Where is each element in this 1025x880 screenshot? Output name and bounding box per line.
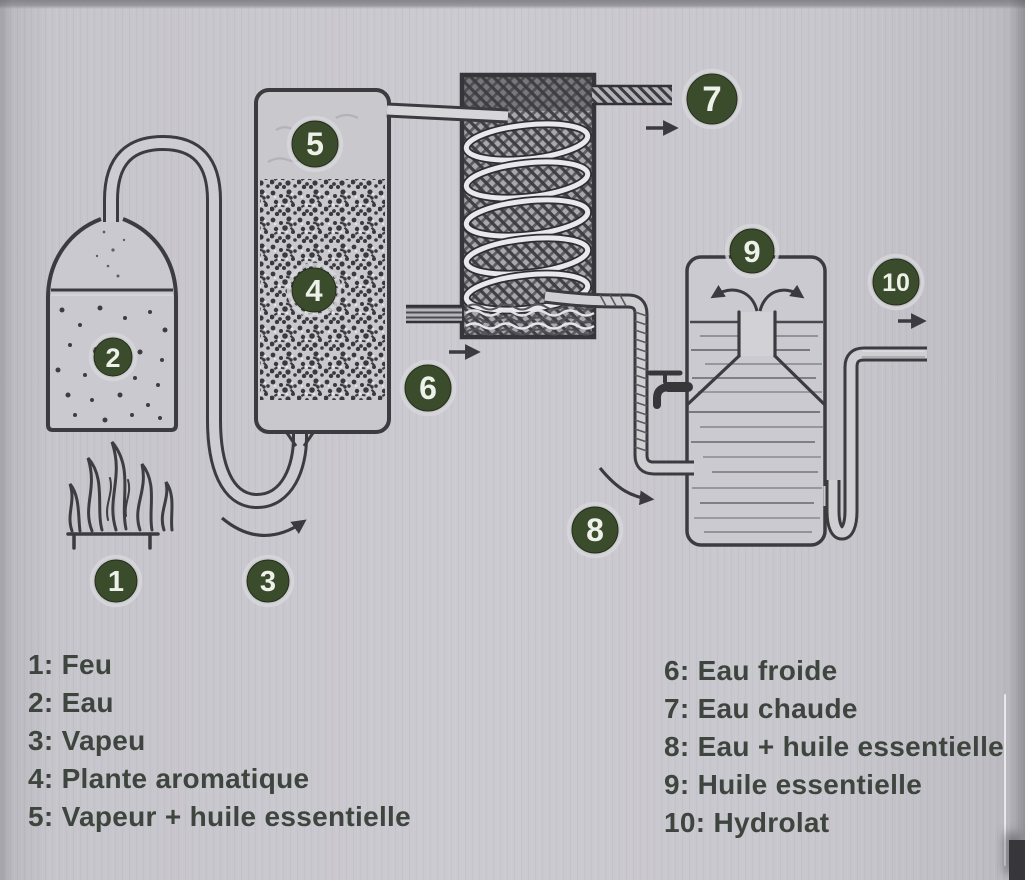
column-neck-joint xyxy=(285,432,315,447)
legend-item-2: 2: Eau xyxy=(28,687,114,718)
hot-water-outlet-pipe xyxy=(592,84,672,106)
boiler-water-dots xyxy=(55,305,168,423)
badge-1-label: 1 xyxy=(108,566,124,598)
legend-item-9: 9: Huile essentielle xyxy=(664,769,923,800)
badge-4-label: 4 xyxy=(305,273,323,308)
badge-8-label: 8 xyxy=(586,512,604,548)
condensate-tube xyxy=(544,288,694,476)
badge-5-label: 5 xyxy=(306,126,324,162)
legend-item-7: 7: Eau chaude xyxy=(664,693,858,724)
badge-3-label: 3 xyxy=(260,566,276,598)
legend-item-6: 6: Eau froide xyxy=(664,655,838,686)
badge-2-label: 2 xyxy=(105,343,120,373)
boiler-vessel xyxy=(46,217,178,432)
badge-9-label: 9 xyxy=(743,234,760,269)
badge-2: 2 xyxy=(88,332,138,382)
boiler-steam-specks xyxy=(95,230,126,278)
legend-item-5: 5: Vapeur + huile essentielle xyxy=(28,801,411,832)
badge-8: 8 xyxy=(566,501,624,559)
separator-funnel xyxy=(686,310,826,406)
swan-neck-tube xyxy=(103,135,315,509)
badge-6-label: 6 xyxy=(419,370,437,406)
oil-spray-arrows xyxy=(710,284,805,312)
badge-10: 10 xyxy=(867,253,925,311)
cold-water-inlet-pipe xyxy=(406,304,462,324)
fire-stand xyxy=(66,532,160,550)
badge-1: 1 xyxy=(89,554,143,608)
badge-10-label: 10 xyxy=(882,269,910,297)
drain-faucet-icon xyxy=(647,370,693,409)
badge-9: 9 xyxy=(724,223,780,279)
hydrolat-overflow-tube xyxy=(823,346,927,541)
cooling-coil xyxy=(462,119,592,315)
steam-flow-arrow xyxy=(220,516,307,537)
legend-left-column: 1: Feu 2: Eau 3: Vapeu 4: Plante aromati… xyxy=(28,646,411,836)
badge-5: 5 xyxy=(286,115,344,173)
boiler-water-level xyxy=(51,288,173,296)
legend-item-4: 4: Plante aromatique xyxy=(28,763,310,794)
fire-flames-icon xyxy=(68,441,174,533)
badge-3: 3 xyxy=(241,554,295,608)
badge-4: 4 xyxy=(286,262,342,318)
legend-item-8: 8: Eau + huile essentielle xyxy=(664,731,1005,762)
legend-item-3: 3: Vapeu xyxy=(28,725,146,756)
badge-6: 6 xyxy=(399,359,457,417)
diagram-badges: 1 2 3 4 5 xyxy=(88,68,925,608)
legend-item-10: 10: Hydrolat xyxy=(664,807,830,838)
badge-7-label: 7 xyxy=(702,80,721,119)
badge-7: 7 xyxy=(681,68,743,130)
steam-outlet-tube xyxy=(386,102,509,124)
legend-right-column: 6: Eau froide 7: Eau chaude 8: Eau + hui… xyxy=(664,652,1004,842)
condensate-tube-texture xyxy=(599,294,648,452)
separator-vessel xyxy=(647,255,827,547)
legend-item-1: 1: Feu xyxy=(28,649,113,680)
condensate-flow-arrow xyxy=(598,466,655,506)
